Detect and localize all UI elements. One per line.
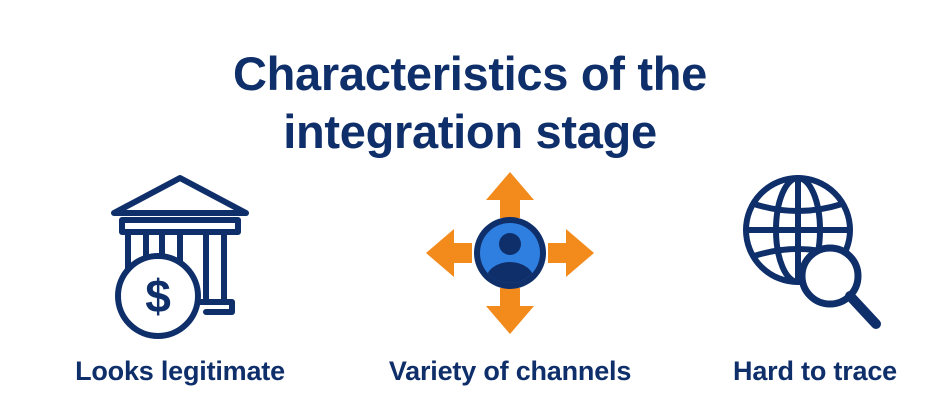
globe-search-icon	[743, 175, 881, 329]
page-title: Characteristics of the integration stage	[0, 45, 940, 161]
svg-text:$: $	[145, 270, 171, 322]
user-arrows-icon	[426, 172, 594, 334]
card-looks-legitimate: $ Looks legitimate	[30, 168, 330, 400]
bank-dollar-icon: $	[111, 175, 249, 339]
caption-looks-legitimate: Looks legitimate	[75, 356, 285, 386]
caption-variety-of-channels: Variety of channels	[388, 356, 632, 386]
card-hard-to-trace: Hard to trace	[665, 168, 940, 400]
title-line-2: integration stage	[283, 105, 657, 159]
title-line-1: Characteristics of the	[232, 47, 707, 101]
caption-hard-to-trace: Hard to trace	[733, 356, 897, 386]
card-variety-of-channels: Variety of channels	[360, 168, 660, 400]
